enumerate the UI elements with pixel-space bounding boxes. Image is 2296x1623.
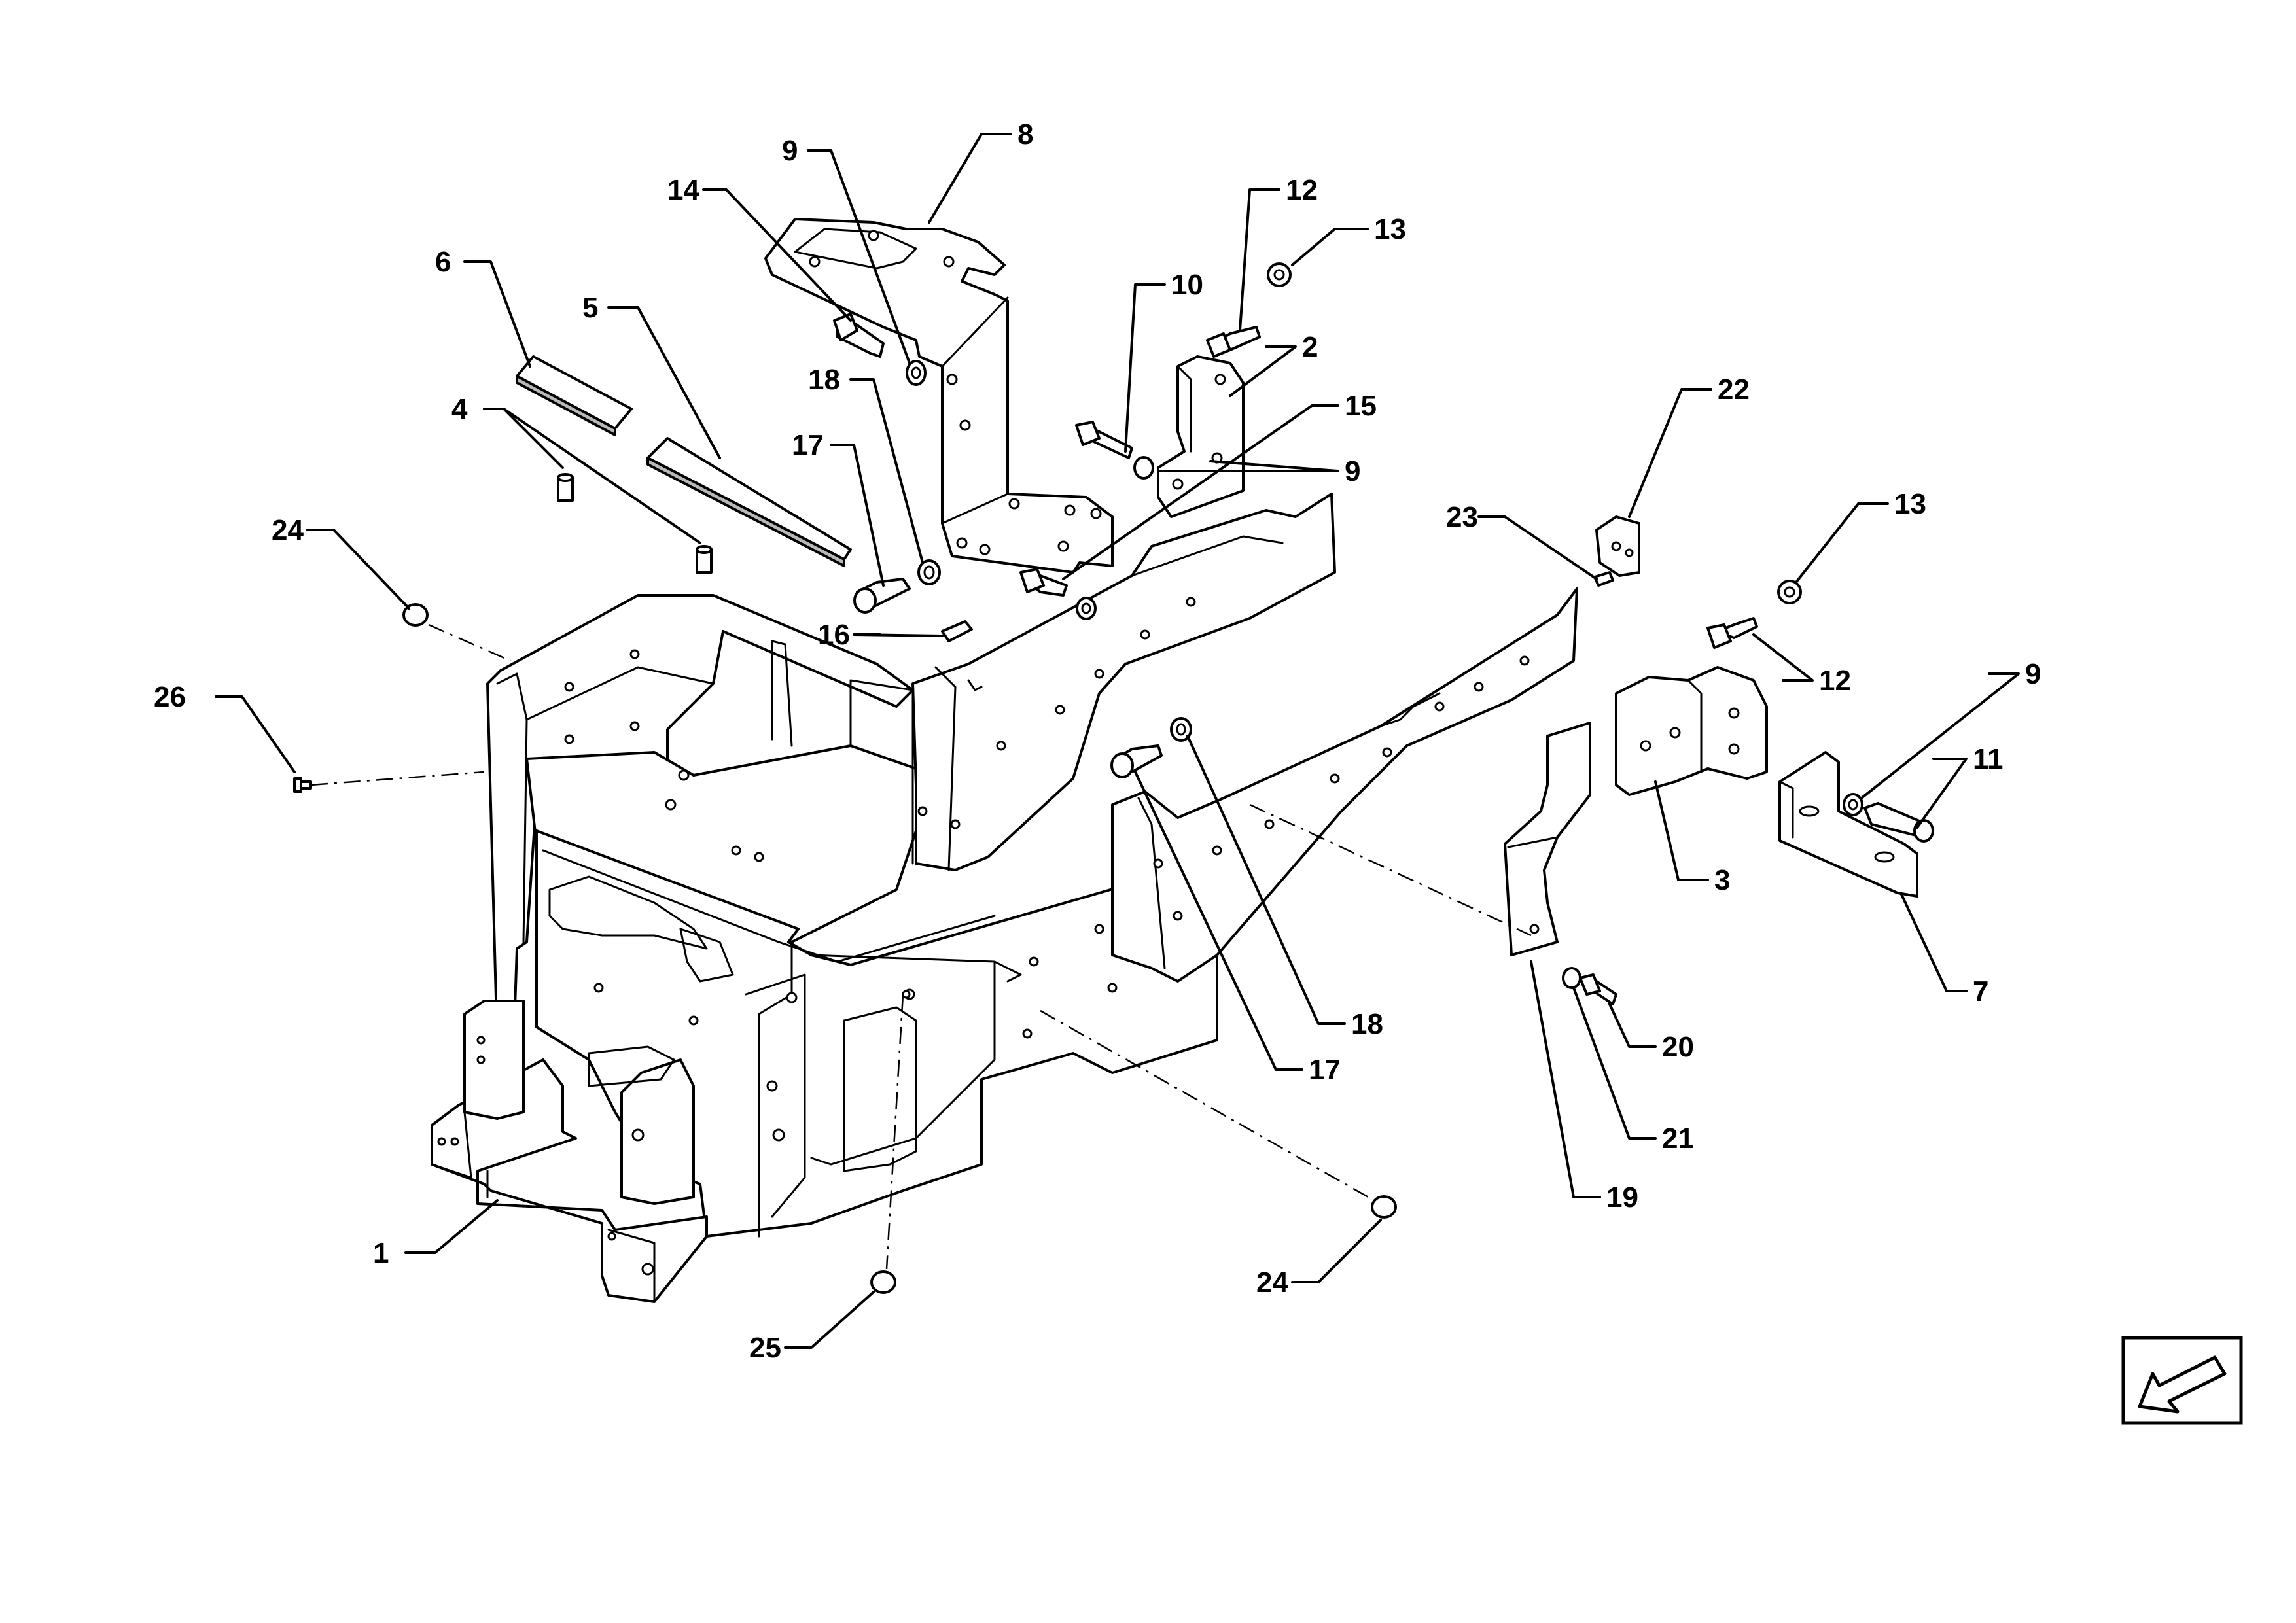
bolt-part-20[interactable] bbox=[1579, 973, 1617, 1005]
bolt-part-17a[interactable] bbox=[853, 578, 911, 614]
callout-20[interactable]: 20 bbox=[1662, 1031, 1694, 1063]
callout-9-right[interactable]: 9 bbox=[1345, 455, 1360, 487]
callout-13-top[interactable]: 13 bbox=[1374, 213, 1406, 245]
washer-part-10[interactable] bbox=[1133, 456, 1154, 480]
washer-part-21[interactable] bbox=[1562, 967, 1581, 989]
callout-5[interactable]: 5 bbox=[582, 292, 598, 324]
washer-part-13b[interactable] bbox=[1777, 580, 1802, 604]
plug-part-26[interactable] bbox=[293, 777, 312, 793]
plug-part-25[interactable] bbox=[870, 1270, 896, 1294]
washer-part-18a[interactable] bbox=[917, 559, 941, 585]
callout-23[interactable]: 23 bbox=[1446, 501, 1478, 533]
callout-24-left[interactable]: 24 bbox=[272, 514, 304, 546]
callout-25[interactable]: 25 bbox=[749, 1332, 781, 1364]
part-5-bar[interactable] bbox=[646, 437, 852, 567]
bolt-part-12a[interactable] bbox=[1206, 326, 1261, 358]
bolt-part-23[interactable] bbox=[1593, 571, 1614, 587]
part-19-bracket[interactable] bbox=[1504, 722, 1591, 956]
callout-4[interactable]: 4 bbox=[451, 393, 468, 425]
side-rail-lower[interactable] bbox=[1111, 587, 1578, 983]
arrow-down-left-icon bbox=[2138, 1355, 2227, 1414]
callout-6[interactable]: 6 bbox=[435, 246, 451, 278]
part-1-front-support[interactable] bbox=[431, 594, 1218, 1303]
callout-10[interactable]: 10 bbox=[1171, 269, 1203, 301]
bolt-part-15[interactable] bbox=[1019, 568, 1068, 597]
callout-2[interactable]: 2 bbox=[1302, 331, 1318, 363]
part-4-pins[interactable] bbox=[557, 473, 713, 574]
callout-26[interactable]: 26 bbox=[154, 681, 186, 713]
callout-17-bottom[interactable]: 17 bbox=[1309, 1054, 1341, 1086]
callout-11[interactable]: 11 bbox=[1973, 743, 2004, 775]
part-2-bracket[interactable] bbox=[1157, 355, 1245, 518]
callout-19[interactable]: 19 bbox=[1606, 1181, 1638, 1213]
callout-13-right[interactable]: 13 bbox=[1894, 488, 1926, 520]
callout-3[interactable]: 3 bbox=[1714, 864, 1730, 896]
washer-part-9b[interactable] bbox=[1076, 597, 1097, 620]
callout-8[interactable]: 8 bbox=[1017, 118, 1033, 150]
washer-part-18b[interactable] bbox=[1170, 717, 1192, 742]
callout-14[interactable]: 14 bbox=[667, 174, 699, 206]
part-8-bracket[interactable] bbox=[764, 218, 1114, 574]
callout-18-top[interactable]: 18 bbox=[808, 364, 840, 396]
bolt-part-17b[interactable] bbox=[1110, 744, 1163, 778]
callout-1[interactable]: 1 bbox=[373, 1237, 389, 1269]
callout-24-bottom[interactable]: 24 bbox=[1256, 1266, 1288, 1299]
callout-17-top[interactable]: 17 bbox=[792, 429, 824, 461]
bolt-part-10[interactable] bbox=[1075, 421, 1133, 459]
callout-9-far-right[interactable]: 9 bbox=[2025, 658, 2041, 690]
washer-part-9c[interactable] bbox=[1843, 793, 1863, 816]
callout-22[interactable]: 22 bbox=[1718, 374, 1750, 406]
side-rail-upper[interactable] bbox=[911, 493, 1336, 871]
part-6-bar[interactable] bbox=[516, 355, 633, 436]
callout-16[interactable]: 16 bbox=[818, 619, 850, 651]
part-22-bracket[interactable] bbox=[1595, 515, 1640, 577]
callout-7[interactable]: 7 bbox=[1973, 975, 1988, 1007]
part-3-plate[interactable] bbox=[1615, 666, 1768, 796]
bolt-part-12b[interactable] bbox=[1706, 617, 1758, 649]
callout-21[interactable]: 21 bbox=[1662, 1123, 1694, 1155]
plug-part-24a[interactable] bbox=[402, 603, 429, 627]
callout-15[interactable]: 15 bbox=[1345, 390, 1377, 422]
washer-part-9a[interactable] bbox=[906, 360, 927, 386]
callout-18-bottom[interactable]: 18 bbox=[1351, 1008, 1383, 1040]
washer-part-13a[interactable] bbox=[1267, 262, 1292, 287]
plug-part-24b[interactable] bbox=[1371, 1195, 1397, 1219]
bolt-part-16[interactable] bbox=[941, 620, 973, 642]
callout-9-top[interactable]: 9 bbox=[782, 135, 798, 167]
navigation-button[interactable] bbox=[2121, 1336, 2243, 1425]
callout-12-top[interactable]: 12 bbox=[1286, 174, 1318, 206]
part-7-plate[interactable] bbox=[1778, 751, 1918, 898]
callout-12-right[interactable]: 12 bbox=[1819, 665, 1851, 697]
